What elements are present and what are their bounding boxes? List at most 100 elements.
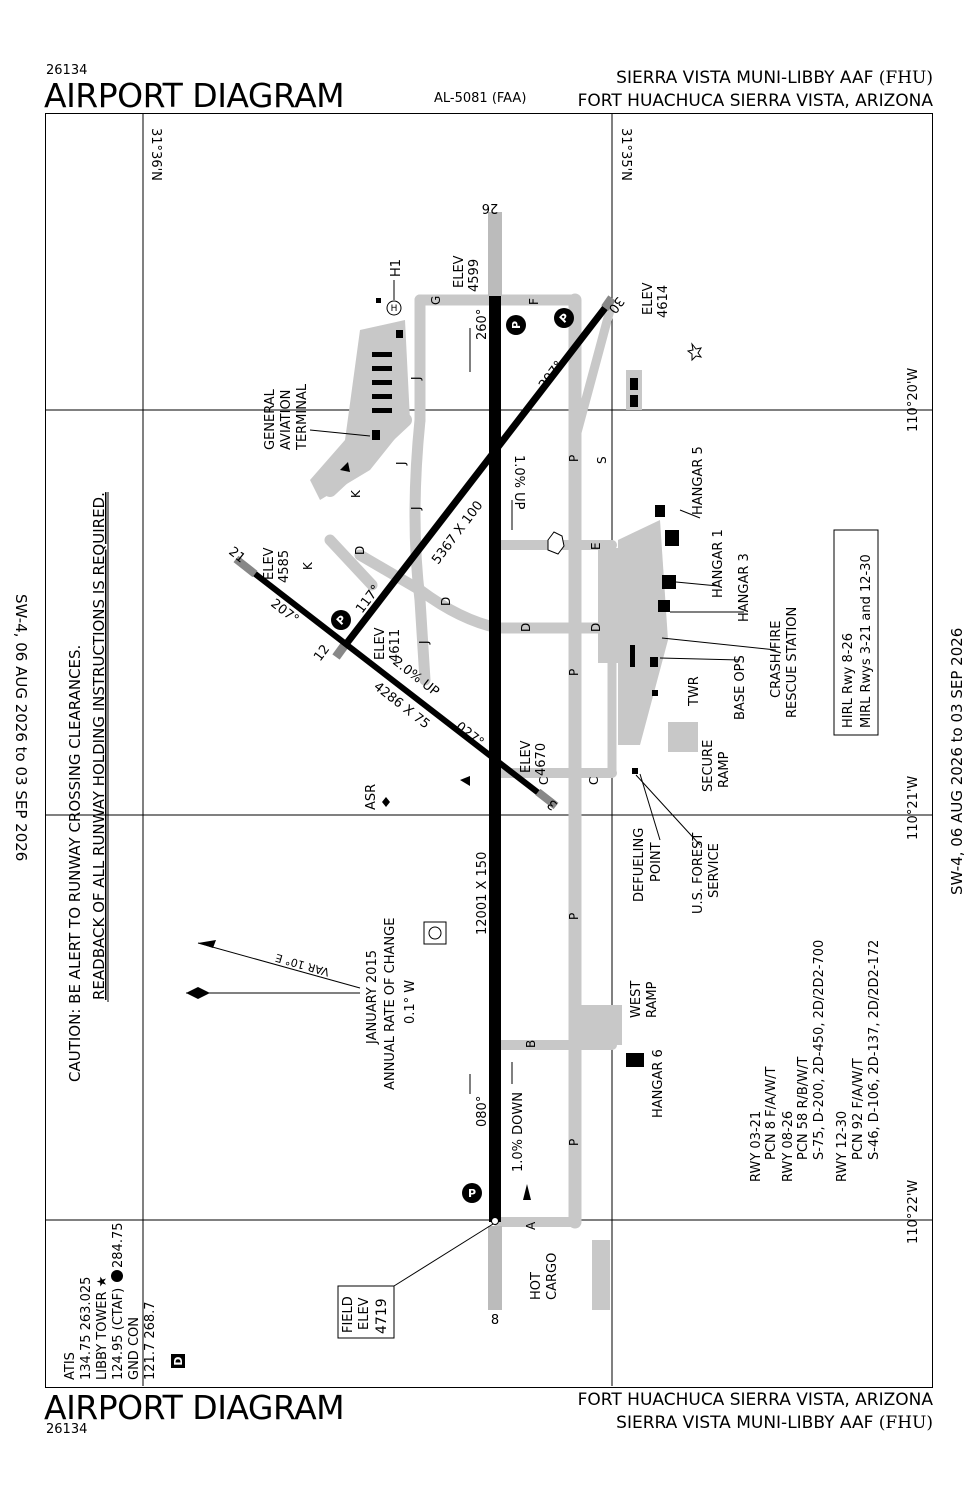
- wind-cone-symbol: [547, 531, 565, 555]
- magvar-date: JANUARY 2015: [365, 950, 380, 1045]
- hangar-ramp: [618, 520, 668, 745]
- taxiway-label-j4: J: [417, 640, 431, 645]
- taxiway-label-p2: P: [567, 669, 581, 676]
- hot-spot: [506, 315, 526, 335]
- pcn-rwy0321: RWY 03-21: [749, 1111, 764, 1182]
- pcn-rwy1230-strength: S-46, D-106, 2D-137, 2D/2D2-172: [867, 940, 882, 1160]
- defueling-label-1: DEFUELING: [632, 828, 647, 902]
- lon-label-1: 110°20'W: [906, 368, 921, 432]
- communications: ATIS 134.75 263.025 LIBBY TOWER ★ 124.95…: [63, 1223, 185, 1380]
- wind-indicator-icon: [340, 462, 350, 472]
- building: [372, 394, 392, 399]
- runway-8-overrun: [488, 1226, 502, 1310]
- wind-indicator-icon: [460, 776, 470, 786]
- elevation-rwy30: ELEV 4614: [641, 282, 671, 318]
- west-ramp-label-2: RAMP: [645, 981, 660, 1018]
- svg-text:P: P: [468, 1187, 476, 1200]
- taxiway-label-s: S: [595, 456, 609, 464]
- svg-text:P: P: [510, 321, 523, 329]
- taxiway-label-d: D: [519, 623, 533, 632]
- runway-8-label: 8: [491, 1313, 499, 1328]
- elevation-rwy12: ELEV 4611: [373, 627, 403, 662]
- taxiway-label-d4: D: [353, 546, 367, 555]
- north-arrow-icon: [523, 1184, 531, 1200]
- runway-12-threshold: [332, 643, 348, 660]
- crash-fire-label-2: RESCUE STATION: [785, 607, 800, 718]
- west-ramp-area: [580, 1005, 622, 1045]
- chart-title: AIRPORT DIAGRAM: [44, 76, 345, 115]
- lat-label-right: 31°35'N: [618, 128, 633, 181]
- airport-name: SIERRA VISTA MUNI-LIBBY AAF: [616, 1413, 874, 1433]
- city-state-footer: FORT HUACHUCA SIERRA VISTA, ARIZONA: [577, 1390, 933, 1410]
- procedure-number-footer: 26134: [46, 1422, 88, 1437]
- elev-label: ELEV: [262, 547, 277, 580]
- hangar-6-label: HANGAR 6: [651, 1049, 666, 1118]
- field-elev-point: [491, 1217, 499, 1225]
- taxiway-label-d2: D: [589, 623, 603, 632]
- runway-30-threshold: [601, 295, 616, 311]
- lighting-box: HIRL Rwy 8-26 MIRL Rwys 3-21 and 12-30: [833, 529, 879, 736]
- rwy-8-26-gradient-down: 1.0% DOWN: [511, 1092, 526, 1172]
- h1-label: H1: [389, 259, 404, 277]
- building: [396, 330, 403, 338]
- elev-value: 4670: [534, 743, 549, 776]
- gnd-label: GND CON: [127, 1317, 142, 1380]
- runway-26-overrun: [488, 212, 502, 296]
- taxiway-label-j2: J: [394, 461, 408, 466]
- runway-21-threshold: [233, 555, 258, 578]
- pcn-rwy0826-value: PCN 58 R/B/W/T: [796, 1057, 811, 1160]
- runway-8-26: [489, 296, 501, 1222]
- tower-freqs: 124.95 (CTAF): [111, 1288, 126, 1380]
- forest-service-label-2: SERVICE: [707, 843, 722, 898]
- margin-dates-right: SW-4, 06 AUG 2026 to 03 SEP 2026: [948, 628, 966, 895]
- runway-3-threshold: [535, 788, 559, 810]
- taxiway-d: [414, 584, 618, 634]
- caution-line-1: CAUTION: BE ALERT TO RUNWAY CROSSING CLE…: [66, 645, 84, 1082]
- gnd-freqs: 121.7 268.7: [143, 1301, 158, 1380]
- rwy-8-26-dimensions: 12001 X 150: [475, 852, 490, 935]
- magvar-rate-label: ANNUAL RATE OF CHANGE: [383, 918, 398, 1090]
- rotating-beacon-icon: [686, 342, 703, 362]
- rwy-12-30-dimensions: 5367 X 100: [429, 498, 486, 567]
- forest-service-label-1: U.S. FOREST: [691, 833, 706, 914]
- west-ramp-label-1: WEST: [629, 981, 644, 1018]
- taxiway-label-j3: J: [409, 506, 423, 511]
- building: [372, 408, 392, 413]
- heliport-icon: H: [376, 280, 402, 316]
- hot-cargo-label-1: HOT: [529, 1272, 544, 1300]
- taxiway-label-g: G: [429, 296, 443, 305]
- ga-terminal-leader: [309, 429, 371, 437]
- magnetic-north-arrowhead: [186, 987, 210, 999]
- field-elev-leader: [393, 1223, 494, 1287]
- true-north-arrowhead: [198, 940, 216, 948]
- secure-ramp-area: [668, 722, 698, 752]
- crash-fire-label-1: CRASH/FIRE: [769, 621, 784, 698]
- true-north-line: [197, 942, 361, 989]
- building: [630, 378, 638, 390]
- pcn-info: RWY 03-21 PCN 8 F/A/W/T RWY 08-26 PCN 58…: [749, 940, 882, 1182]
- elevation-rwy26: ELEV 4599: [452, 255, 482, 292]
- taxiway-label-d3: D: [439, 597, 453, 606]
- asr-label: ASR: [364, 784, 379, 810]
- field-elevation-box: FIELD ELEV 4719: [337, 1223, 494, 1339]
- taxiway-d-west: [354, 549, 426, 596]
- ga-terminal-label-2: AVIATION: [279, 390, 294, 450]
- ctaf-icon: [111, 1270, 123, 1282]
- pcn-rwy0826-strength: S-75, D-200, 2D-450, 2D/2D2-700: [812, 940, 827, 1160]
- rwy-21-heading: 207°: [268, 596, 302, 627]
- rwy-8-heading: 080°: [475, 1096, 490, 1127]
- taxiway-letters: A B C C D D D D E F G J J J J K K P P P …: [301, 296, 609, 1230]
- buildings: [372, 330, 679, 1067]
- asr-symbol: [382, 797, 390, 807]
- pcn-rwy1230: RWY 12-30: [835, 1111, 850, 1182]
- secure-ramp-label-1: SECURE: [701, 740, 716, 792]
- ga-terminal-label-3: TERMINAL: [295, 383, 310, 451]
- building: [372, 380, 392, 385]
- facility-labels: GENERAL AVIATION TERMINAL HANGAR 5 HANGA…: [263, 259, 800, 1300]
- procedure-number: 26134: [46, 63, 88, 78]
- taxiway-label-e: E: [589, 542, 603, 550]
- runway-12-30: [337, 305, 608, 655]
- taxiway-label-p3: P: [567, 913, 581, 920]
- taxiway-label-p4: P: [567, 1139, 581, 1146]
- hirl-label: HIRL Rwy 8-26: [841, 633, 856, 728]
